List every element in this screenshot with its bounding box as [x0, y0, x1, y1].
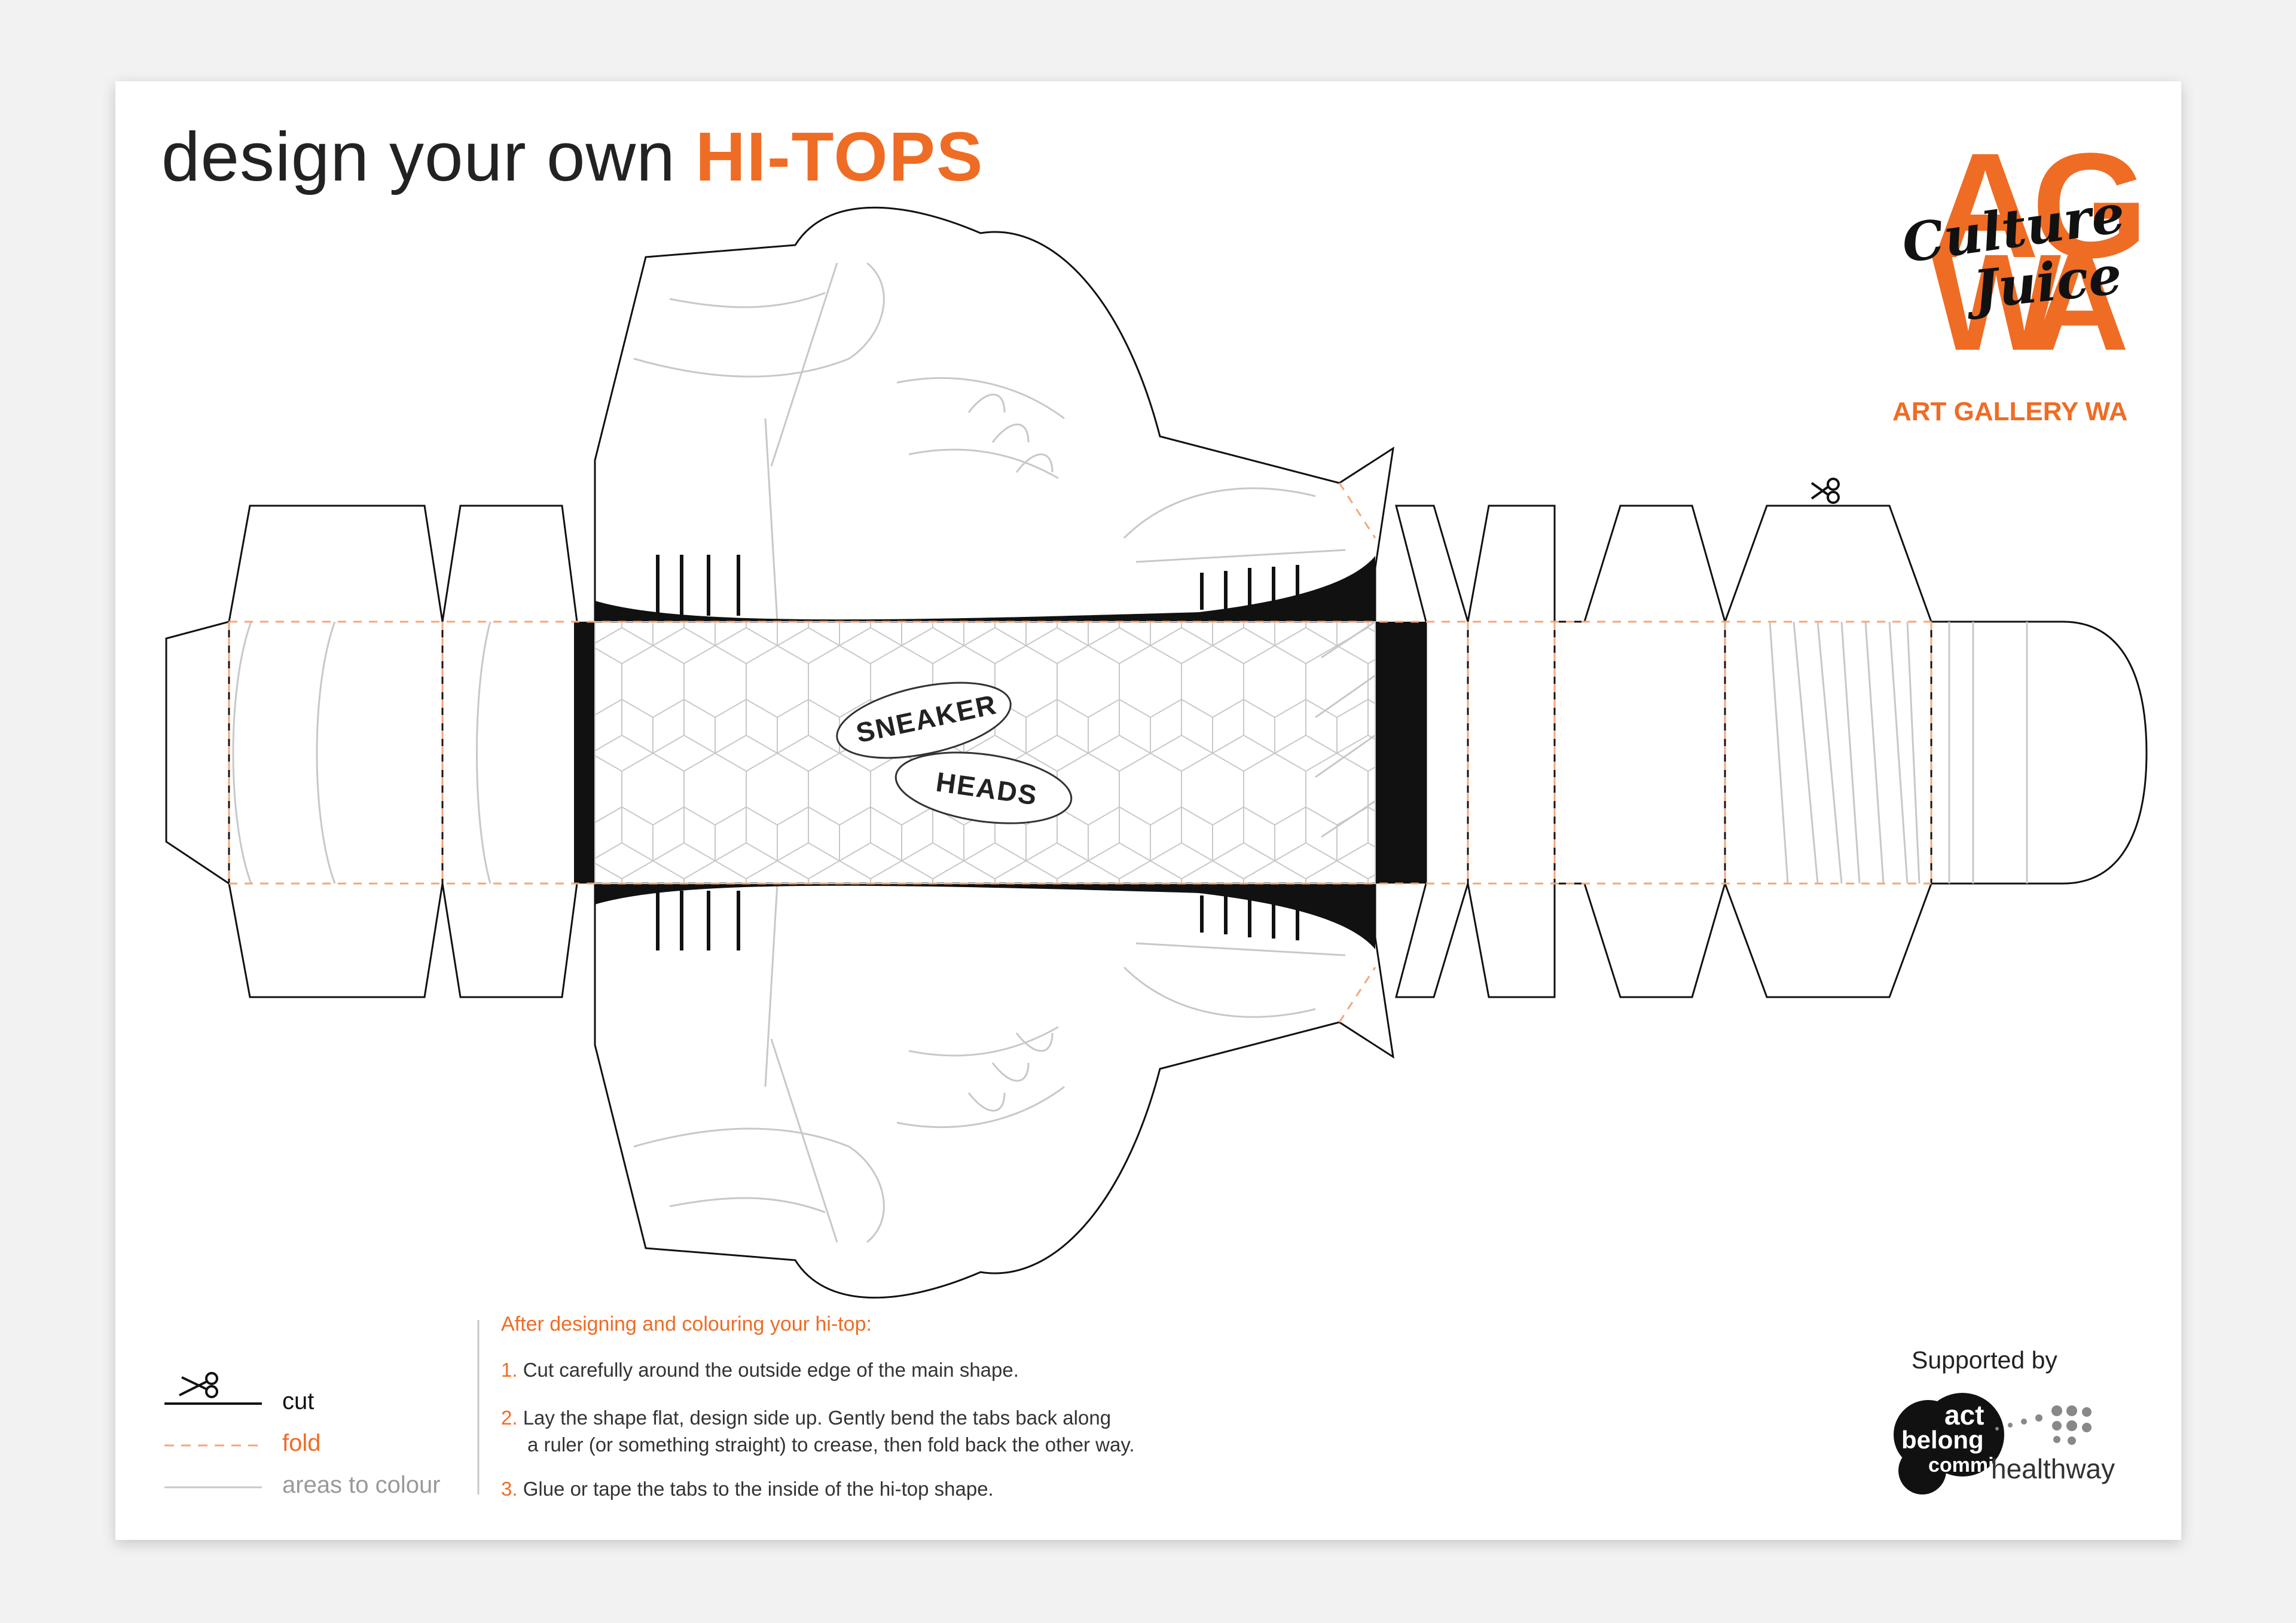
left-end-tab	[165, 621, 230, 885]
toe-cap	[1930, 621, 2148, 885]
scissors-icon	[1810, 478, 1840, 504]
supported-by-label: Supported by	[1912, 1346, 2057, 1374]
left-tab-2	[441, 505, 578, 998]
title-prefix: design your own	[161, 118, 695, 195]
step-2-text-b: a ruler (or something straight) to creas…	[527, 1434, 1135, 1456]
instruction-step-3: 3. Glue or tape the tabs to the inside o…	[501, 1478, 994, 1500]
page-title: design your own HI-TOPS	[161, 117, 984, 197]
step-1-text: Cut carefully around the outside edge of…	[523, 1359, 1019, 1381]
svg-text:A: A	[1931, 122, 2039, 289]
shoe-upper-bottom	[594, 882, 1394, 1299]
left-tab-1	[228, 505, 444, 998]
healthway-label: healthway	[1991, 1453, 2115, 1484]
instruction-step-2-continued: a ruler (or something straight) to creas…	[527, 1434, 1135, 1456]
right-tab-3	[1553, 505, 1726, 998]
legend-samples	[164, 1320, 480, 1494]
right-tabs	[1395, 505, 2148, 998]
toe-stripes	[1769, 621, 2028, 884]
step-2-number: 2.	[501, 1407, 518, 1429]
instruction-step-2: 2. Lay the shape flat, design side up. G…	[501, 1407, 1111, 1429]
legend-cut-label: cut	[282, 1388, 315, 1414]
stitch-bars	[656, 555, 1299, 950]
legend-fold-label: fold	[282, 1430, 321, 1456]
legend-scissors-icon	[179, 1372, 218, 1398]
shoe-upper-top	[594, 206, 1394, 623]
sole-logo-bottom	[894, 751, 1073, 824]
instructions-heading: After designing and colouring your hi-to…	[501, 1313, 872, 1335]
title-highlight: HI-TOPS	[695, 118, 984, 195]
abc-act: act	[1944, 1399, 1984, 1431]
sole-band	[594, 621, 1376, 884]
agwa-logo: A G W A	[1931, 122, 2148, 379]
logo-gallery-name: ART GALLERY WA	[1892, 397, 2128, 426]
step-3-text: Glue or tape the tabs to the inside of t…	[523, 1478, 994, 1500]
sole-logo-top	[836, 681, 1012, 759]
right-tab-4	[1724, 505, 1932, 998]
abc-commit: commit	[1928, 1454, 2001, 1477]
step-2-text-a: Lay the shape flat, design side up. Gent…	[523, 1407, 1112, 1429]
abc-belong: belong	[1901, 1426, 1984, 1454]
instruction-step-1: 1. Cut carefully around the outside edge…	[501, 1359, 1019, 1381]
act-belong-commit-logo	[1894, 1393, 2004, 1494]
healthway-dots-icon	[1995, 1405, 2092, 1445]
fold-lines	[228, 482, 1932, 1023]
svg-text:W: W	[1931, 225, 2061, 379]
legend-colour-label: areas to colour	[282, 1472, 441, 1498]
right-tab-2	[1467, 505, 1556, 998]
step-3-number: 3.	[501, 1478, 518, 1500]
left-tabs	[165, 505, 578, 998]
svg-text:A: A	[2030, 225, 2129, 379]
sole-edges	[574, 556, 1426, 949]
svg-text:G: G	[2032, 122, 2148, 289]
step-1-number: 1.	[501, 1359, 518, 1381]
